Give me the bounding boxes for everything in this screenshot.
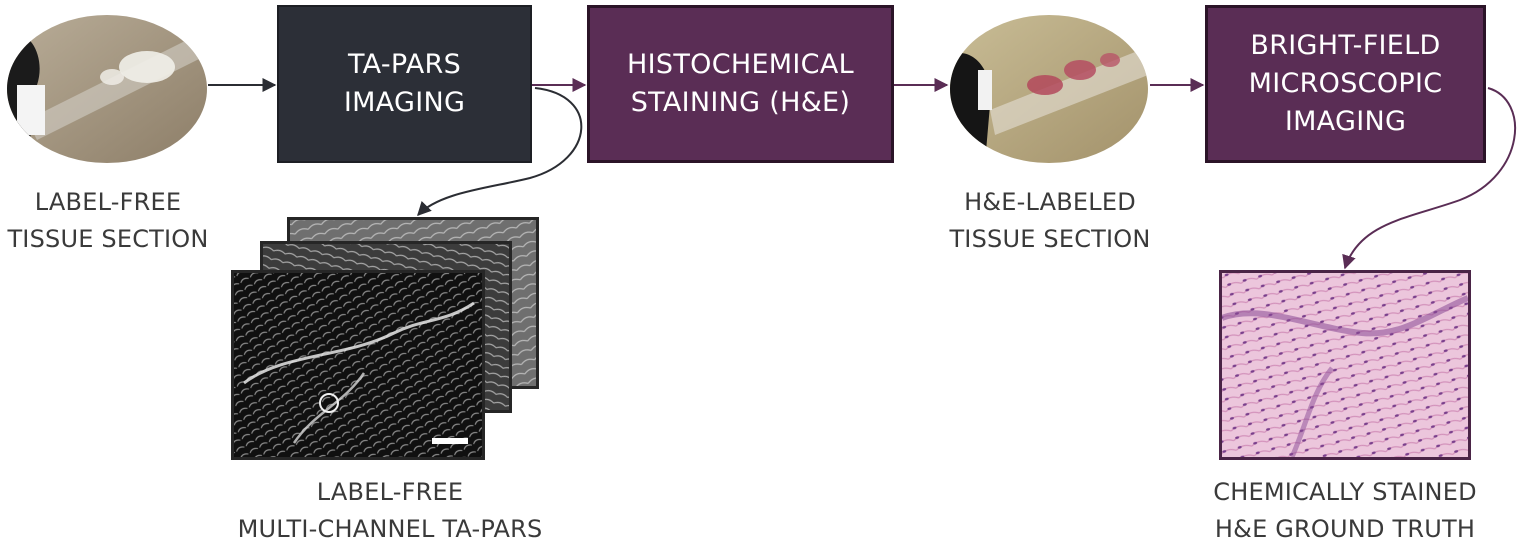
bright-field-imaging-label: BRIGHT-FIELD MICROSCOPIC IMAGING	[1248, 30, 1443, 137]
label-free-tissue-photo	[7, 15, 207, 163]
label-free-tissue-caption: LABEL-FREE TISSUE SECTION	[7, 188, 209, 253]
he-slide-illustration	[950, 15, 1148, 163]
tissue-slide-illustration	[7, 15, 207, 163]
he-ground-truth-image	[1219, 270, 1471, 460]
histochemical-staining-label: HISTOCHEMICAL STAINING (H&E)	[627, 49, 854, 118]
he-texture	[1222, 273, 1468, 457]
ta-pars-imaging-label: TA-PARS IMAGING	[343, 49, 466, 118]
ground-truth-caption: CHEMICALLY STAINED H&E GROUND TRUTH	[1213, 478, 1477, 543]
he-labeled-tissue-caption: H&E-LABELED TISSUE SECTION	[949, 188, 1151, 253]
arrow-tapars-to-stack	[417, 87, 583, 217]
he-labeled-tissue-photo	[950, 15, 1148, 163]
ta-pars-texture-front	[234, 273, 482, 457]
arrow-brightfield-to-groundtruth	[1342, 87, 1517, 270]
multi-channel-ta-pars-caption: LABEL-FREE MULTI-CHANNEL TA-PARS	[237, 478, 543, 543]
histochemical-staining-step: HISTOCHEMICAL STAINING (H&E)	[587, 5, 894, 163]
bright-field-imaging-step: BRIGHT-FIELD MICROSCOPIC IMAGING	[1205, 5, 1486, 163]
scale-bar	[432, 438, 468, 444]
ta-pars-imaging-step: TA-PARS IMAGING	[277, 5, 532, 163]
ta-pars-channel-front	[231, 270, 485, 460]
